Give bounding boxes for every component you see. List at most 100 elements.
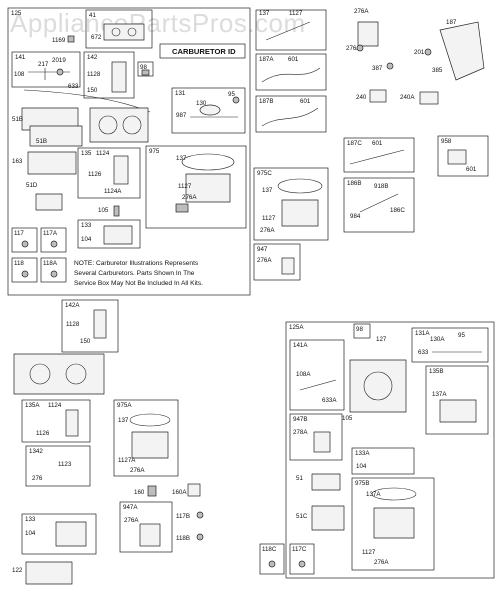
needle-part-142A	[93, 309, 107, 339]
part-label-51B: 51B	[12, 116, 23, 123]
gasket-part-51	[311, 473, 341, 491]
part-label-276A-f: 276A	[374, 559, 389, 566]
part-label-601-e: 601	[466, 166, 477, 173]
group-label-133: 133	[81, 222, 92, 229]
group-box-117	[11, 227, 38, 253]
group-label-135A: 135A	[25, 402, 40, 409]
float-part-135	[113, 155, 129, 185]
group-box-142	[83, 51, 135, 99]
screw-part-118C	[268, 560, 276, 568]
part-label-628: 201	[414, 49, 425, 56]
group-box-141A	[289, 339, 345, 411]
part-label-2019: 2019	[52, 57, 66, 64]
group-label-125: 125	[11, 10, 22, 17]
gasket-part-41	[103, 23, 145, 41]
part-label-51D: 51D	[26, 182, 38, 189]
oring-part-137A	[371, 487, 417, 501]
valve-part-958	[447, 149, 467, 165]
carburetor-id-title: CARBURETOR ID	[172, 47, 236, 56]
part-label-1127: 1127	[178, 183, 192, 190]
screw-part-117	[21, 240, 29, 248]
part-label-130A: 130A	[430, 336, 445, 343]
part-label-276A-c: 276A	[260, 227, 275, 234]
group-label-187B: 187B	[259, 98, 273, 105]
tube-part-186B	[359, 193, 399, 213]
carburetor-bore	[363, 371, 393, 401]
part-label-150-b: 150	[80, 338, 91, 345]
part-label-117B: 117B	[176, 513, 190, 520]
group-box-118A	[40, 257, 67, 283]
part-label-137A-b: 137A	[366, 491, 381, 498]
float-bowl-part-975A	[131, 431, 169, 459]
part-label-108: 108	[14, 71, 25, 78]
part-label-1127-d: 1127	[362, 549, 376, 556]
needle-part-142	[111, 61, 127, 93]
bracket-part-788	[439, 21, 485, 81]
clamp-part-628	[424, 48, 432, 56]
fitting-part-160A	[187, 483, 201, 497]
group-label-131A: 131A	[415, 330, 430, 337]
linkage-part-108	[28, 68, 70, 80]
group-label-117A: 117A	[43, 230, 58, 237]
part-label-51B-2: 51B	[36, 138, 47, 145]
group-box-135B	[425, 365, 489, 435]
part-label-788: 385	[432, 67, 443, 74]
group-box-947B	[289, 413, 343, 461]
carburetor-bore	[98, 115, 118, 135]
note-line-3: Service Box May Not Be Included In All K…	[74, 280, 203, 287]
group-label-118A: 118A	[43, 260, 58, 267]
group-box-118	[11, 257, 38, 283]
tube-part-187	[265, 21, 311, 41]
group-label-141A: 141A	[293, 342, 308, 349]
group-label-41: 41	[89, 12, 96, 19]
part-label-186C: 186C	[390, 207, 405, 214]
part-label-150: 150	[87, 87, 98, 94]
carburetor-body-part-c	[349, 359, 407, 413]
carburetor-bore	[122, 115, 142, 135]
solenoid-part-947B	[313, 431, 331, 453]
part-label-217: 217	[38, 61, 49, 68]
part-label-276: 276	[32, 475, 43, 482]
part-label-1127A: 1127A	[118, 457, 136, 464]
group-box-135	[77, 147, 141, 199]
part-label-137: 137	[176, 155, 187, 162]
part-label-130: 130	[196, 100, 207, 107]
gasket-hole	[111, 27, 121, 37]
carburetor-bore	[65, 363, 87, 385]
group-box-117A	[40, 227, 67, 253]
screw-part-117C	[298, 560, 306, 568]
part-label-1124: 1124	[96, 150, 110, 157]
part-label-240: 240	[356, 94, 367, 101]
group-box-41	[85, 9, 153, 49]
group-box-1342	[25, 445, 91, 487]
part-label-51: 51	[296, 475, 303, 482]
group-label-975B: 975B	[355, 480, 369, 487]
screw-part-105	[113, 205, 120, 217]
group-box-975A	[113, 399, 179, 477]
group-label-98-b: 98	[356, 326, 363, 333]
screw-part-118	[21, 270, 29, 278]
part-label-276A: 276A	[182, 194, 197, 201]
group-label-133-b: 133	[25, 516, 36, 523]
part-label-385: 276A	[346, 45, 361, 52]
tube-part-187A	[261, 67, 321, 83]
group-label-117C: 117C	[292, 546, 307, 553]
oring-part-137-b	[129, 413, 171, 427]
part-label-104-c: 104	[356, 463, 367, 470]
part-label-1124-b: 1124	[48, 402, 62, 409]
group-box-958	[437, 135, 489, 177]
part-label-51C: 51C	[296, 513, 308, 520]
clamp-part-601	[386, 62, 394, 70]
group-box-141	[11, 51, 81, 88]
bowl-part-133-b	[55, 521, 87, 547]
group-label-135B: 135B	[429, 368, 443, 375]
clamp-part-385	[356, 44, 364, 52]
part-label-918B: 918B	[374, 183, 388, 190]
part-label-276A-b: 276A	[130, 467, 145, 474]
part-label-633A: 633A	[322, 397, 337, 404]
part-label-672: 672	[91, 34, 102, 41]
group-label-142: 142	[87, 54, 98, 61]
washer-part-95	[232, 96, 240, 104]
fitting-part-160	[147, 485, 157, 497]
group-box-118C	[259, 543, 285, 575]
